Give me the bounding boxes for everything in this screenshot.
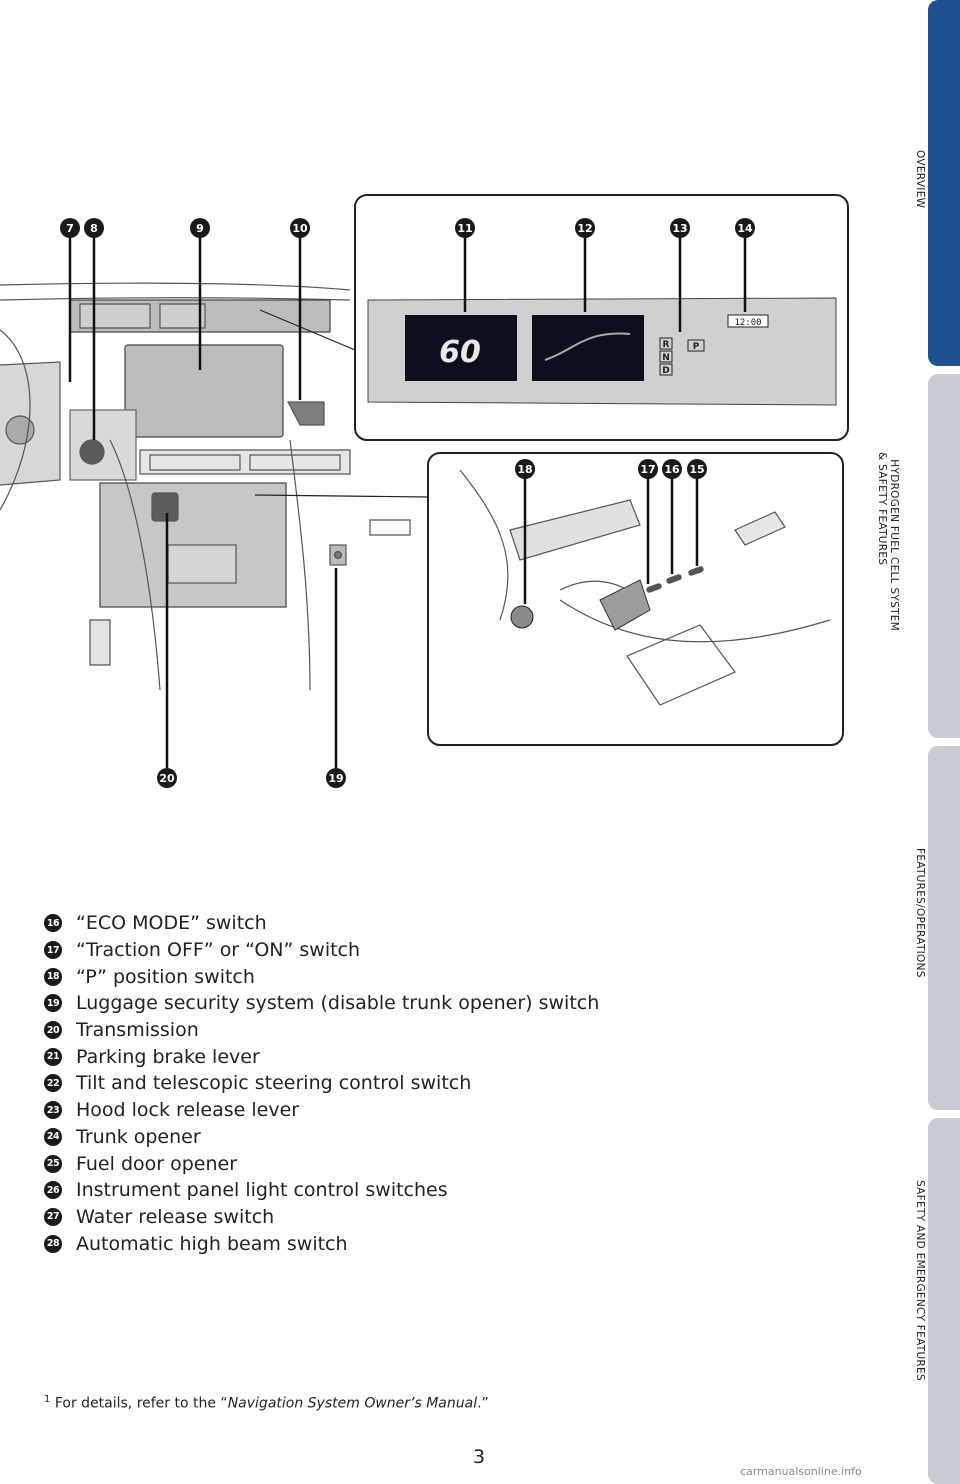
svg-text:7: 7 [66,222,74,235]
footnote-text-before: For details, refer to the “ [54,1395,228,1412]
legend-item-text: “P” position switch [76,965,255,988]
legend-number-badge: 27 [44,1207,62,1226]
legend-item: 17 “Traction OFF” or “ON” switch [44,937,599,964]
legend-number-badge: 26 [44,1181,62,1200]
legend-item: 26 Instrument panel light control switche… [44,1177,599,1204]
legend-number-badge: 22 [44,1074,62,1093]
svg-text:16: 16 [664,463,680,476]
svg-text:8: 8 [90,222,98,235]
speed-readout: 60 [439,335,481,370]
tab-label-hydrogen-fuel-cell: HYDROGEN FUEL CELL SYSTEM & SAFETY FEATU… [876,452,912,631]
legend-item: 19 Luggage security system (disable trunk… [44,990,599,1017]
legend-item: 27 Water release switch [44,1204,599,1231]
tab-label-overview: OVERVIEW [914,150,926,209]
legend-item-text: “ECO MODE” switch [76,912,267,935]
legend-item: 23 Hood lock release lever [44,1097,599,1124]
svg-text:19: 19 [328,772,343,785]
svg-text:14: 14 [737,222,753,235]
callout-8: 8 [84,218,104,238]
legend-number-badge: 19 [44,994,62,1013]
callout-19: 19 [326,768,346,788]
legend-item-text: Luggage security system (disable trunk o… [76,992,600,1015]
center-console-inset [427,452,844,746]
callout-14: 14 [735,218,755,238]
legend-number-badge: 18 [44,967,62,986]
leader-lines [68,237,747,768]
legend-item: 21 Parking brake lever [44,1043,599,1070]
tab-label-features-operations: FEATURES/OPERATIONS [914,848,926,978]
legend-item-text: Fuel door opener [76,1152,238,1175]
callout-15: 15 [687,459,707,479]
tab-label-safety-emergency: SAFETY AND EMERGENCY FEATURES [914,1180,926,1381]
callout-10: 10 [290,218,310,238]
svg-text:12: 12 [577,222,592,235]
legend-item-text: Tilt and telescopic steering control swi… [76,1072,472,1095]
callout-18: 18 [515,459,535,479]
callout-16: 16 [662,459,682,479]
legend-item-text: Instrument panel light control switches [76,1179,448,1202]
callout-9: 9 [190,218,210,238]
legend-item-text: Hood lock release lever [76,1099,300,1122]
watermark: carmanualsonline.info [740,1465,862,1478]
dashboard-diagram: 60 R N D P 12:00 [0,194,849,788]
legend-number-badge: 16 [44,914,62,933]
footnote: 1 For details, refer to the “Navigation … [44,1394,489,1412]
svg-text:9: 9 [196,222,204,235]
instrument-panel-inset: 60 R N D P 12:00 [354,194,849,441]
shift-indicator: R N D P [659,337,705,376]
clock-readout: 12:00 [734,318,761,328]
legend-number-badge: 21 [44,1047,62,1066]
callout-12: 12 [575,218,595,238]
legend-number-badge: 28 [44,1234,62,1253]
legend-item-text: Parking brake lever [76,1045,260,1068]
callout-11: 11 [455,218,475,238]
legend-item: 25 Fuel door opener [44,1150,599,1177]
svg-text:18: 18 [517,463,532,476]
gear-d: D [662,366,669,376]
svg-text:10: 10 [292,222,308,235]
tab-safety-emergency[interactable] [928,1118,960,1484]
legend-item-text: “Traction OFF” or “ON” switch [76,939,361,962]
legend-item: 24 Trunk opener [44,1124,599,1151]
legend-item: 22 Tilt and telescopic steering control s… [44,1070,599,1097]
section-tabs [928,0,960,1484]
footnote-manual-reference: Navigation System Owner’s Manual [227,1395,478,1412]
footnote-text-after: .” [477,1395,489,1412]
legend-list: 16 “ECO MODE” switch 17 “Traction OFF” or … [44,910,599,1257]
legend-item-text: Water release switch [76,1205,275,1228]
svg-text:11: 11 [457,222,472,235]
legend-item-text: Transmission [76,1019,199,1042]
tab-hydrogen-fuel-cell[interactable] [928,374,960,738]
legend-item: 18 “P” position switch [44,963,599,990]
tab-features-operations[interactable] [928,746,960,1110]
tab-overview[interactable] [928,0,960,366]
gear-r: R [663,340,670,350]
park-indicator: P [693,342,700,352]
callout-17: 17 [638,459,658,479]
legend-number-badge: 20 [44,1021,62,1040]
legend-number-badge: 17 [44,941,62,960]
legend-number-badge: 25 [44,1154,62,1173]
legend-item: 28 Automatic high beam switch [44,1230,599,1257]
page-number: 3 [473,1446,486,1468]
footnote-marker: 1 [44,1394,51,1405]
legend-number-badge: 24 [44,1127,62,1146]
gear-n: N [662,353,670,363]
legend-item: 16 “ECO MODE” switch [44,910,599,937]
svg-text:13: 13 [672,222,687,235]
callout-20: 20 [157,768,177,788]
callout-13: 13 [670,218,690,238]
legend-item-text: Trunk opener [76,1125,201,1148]
callout-7: 7 [60,218,80,238]
legend-item: 20 Transmission [44,1017,599,1044]
legend-item-text: Automatic high beam switch [76,1232,348,1255]
svg-text:20: 20 [159,772,175,785]
svg-text:17: 17 [640,463,655,476]
dashboard-line-art [0,282,429,691]
legend-number-badge: 23 [44,1101,62,1120]
tab-label-hydrogen-text: HYDROGEN FUEL CELL SYSTEM & SAFETY FEATU… [876,452,900,632]
svg-text:15: 15 [689,463,704,476]
